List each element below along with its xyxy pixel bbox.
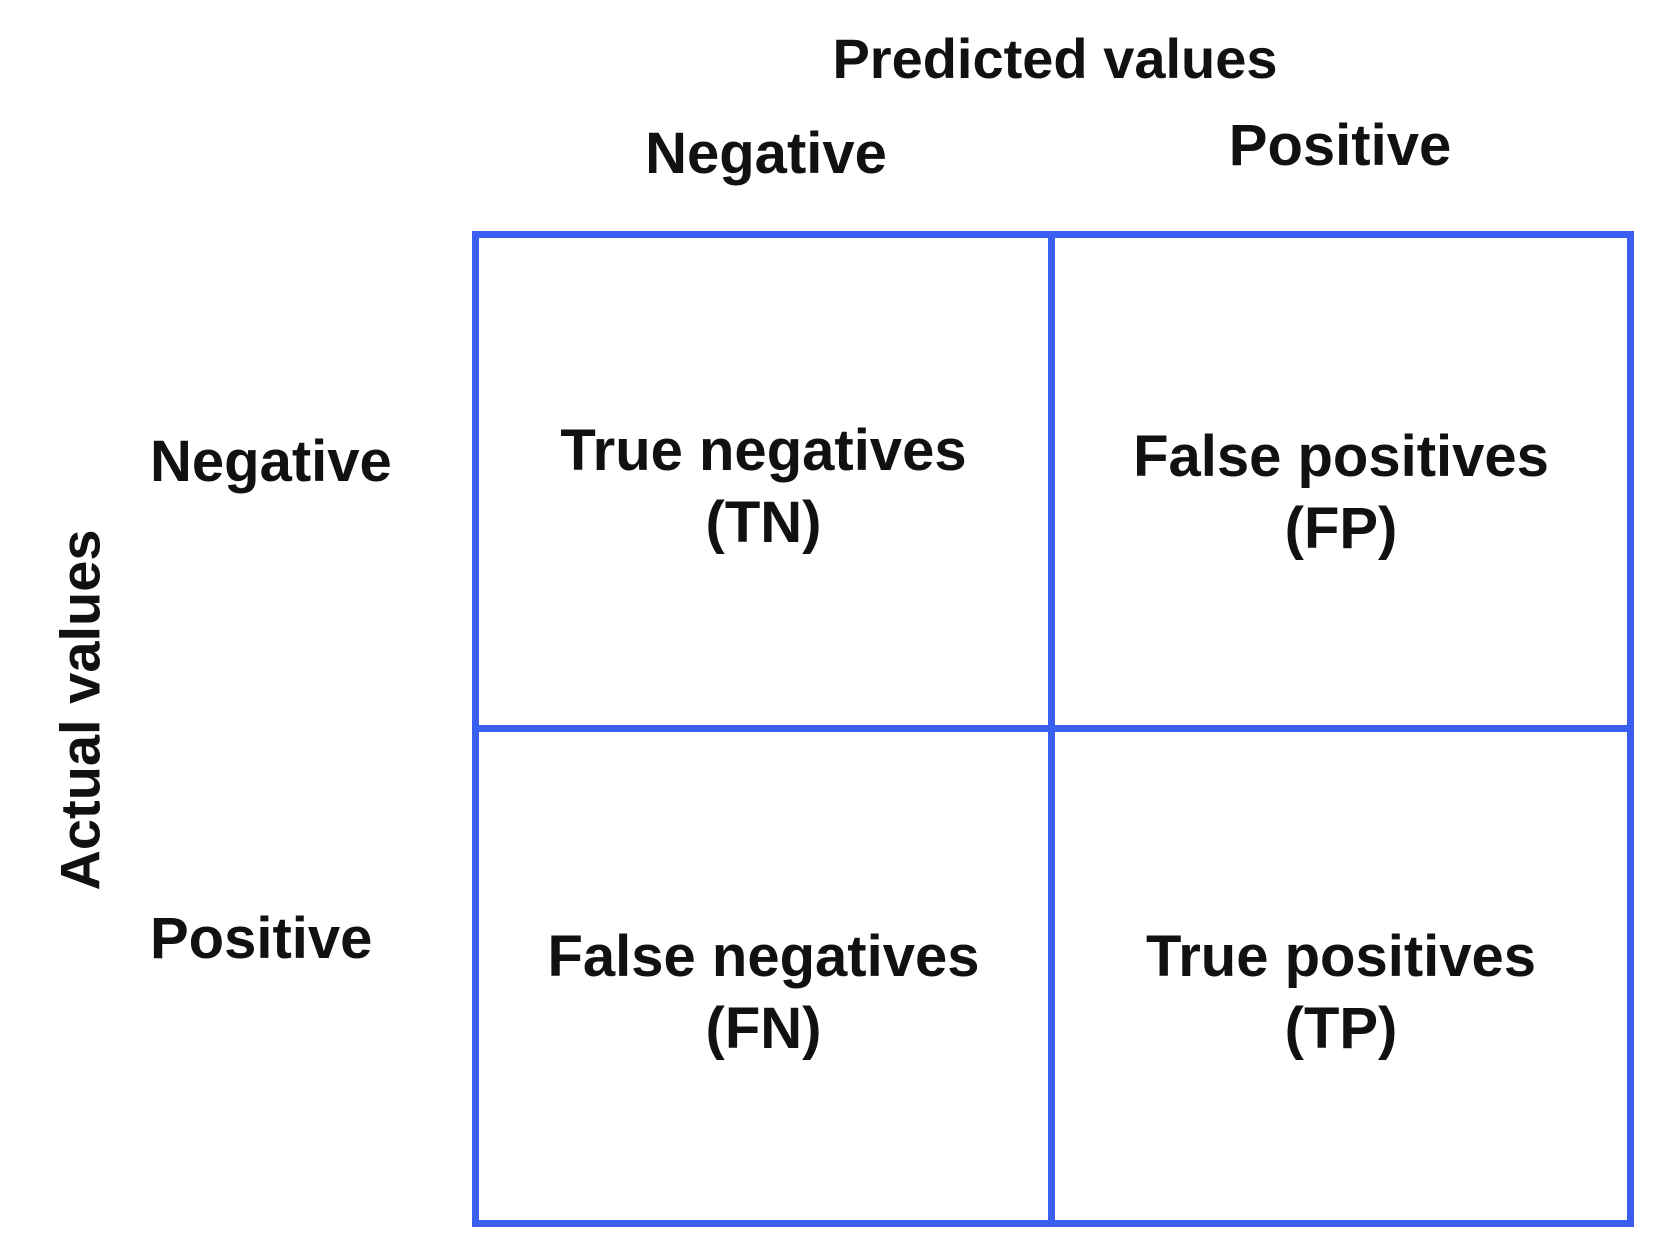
row-header-positive: Positive — [150, 906, 373, 971]
cell-fn-label: False negatives — [547, 924, 980, 989]
cell-false-negatives: False negatives (FN) — [479, 732, 1055, 1220]
column-header-positive: Positive — [1228, 113, 1452, 178]
row-header-negative: Negative — [150, 429, 392, 494]
predicted-values-title: Predicted values — [832, 27, 1278, 90]
cell-tp-label: True positives — [1145, 924, 1537, 989]
column-header-negative: Negative — [645, 121, 887, 186]
cell-tp-abbr: (TP) — [1284, 996, 1398, 1061]
cell-fp-abbr: (FP) — [1284, 496, 1398, 561]
cell-false-positives: False positives (FP) — [1055, 238, 1627, 732]
cell-tn-abbr: (TN) — [705, 490, 822, 555]
cell-fn-abbr: (FN) — [705, 996, 822, 1061]
cell-tn-label: True negatives — [560, 418, 967, 483]
cell-true-positives: True positives (TP) — [1055, 732, 1627, 1220]
confusion-matrix-grid: True negatives (TN) False positives (FP)… — [472, 231, 1634, 1227]
actual-values-title: Actual values — [48, 529, 112, 891]
cell-fp-label: False positives — [1133, 424, 1549, 489]
cell-true-negatives: True negatives (TN) — [479, 238, 1055, 732]
